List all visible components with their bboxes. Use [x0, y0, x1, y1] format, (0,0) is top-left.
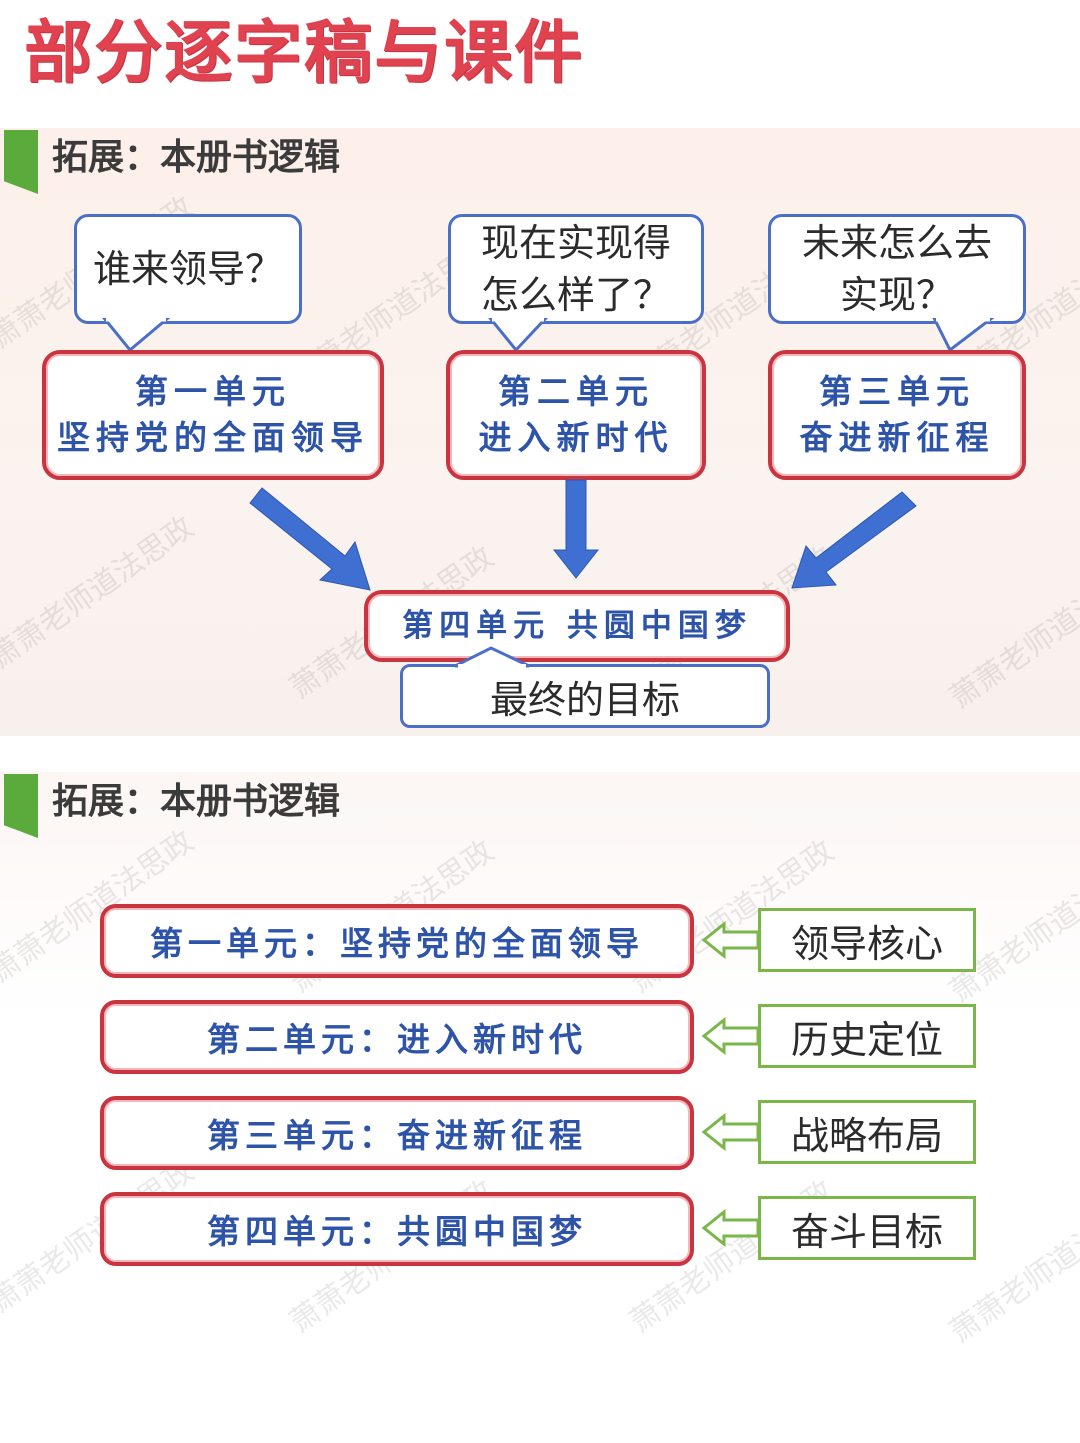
question-text: 怎么样了？ [480, 273, 671, 317]
role-label: 战略布局 [790, 1113, 943, 1158]
goal-callout-notch [455, 646, 530, 668]
target-unit-box: 第四单元 共圆中国梦 [364, 590, 790, 662]
role-label-box: 奋斗目标 [758, 1196, 976, 1260]
callout-tail [102, 318, 171, 353]
unit-title: 坚持党的全面领导 [57, 418, 369, 457]
question-text: 未来怎么去 [801, 221, 992, 265]
unit-row-text: 第二单元：进入新时代 [207, 1020, 587, 1059]
unit-row-text: 第一单元：坚持党的全面领导 [150, 924, 644, 963]
unit-row-box: 第四单元：共圆中国梦 [100, 1192, 694, 1266]
callout-tail [932, 318, 995, 353]
left-arrow-icon [702, 1112, 760, 1152]
unit-number: 第二单元 [498, 372, 654, 411]
callout-tail [488, 318, 549, 353]
page-title: 部分逐字稿与课件 [24, 14, 585, 93]
role-label: 奋斗目标 [790, 1209, 943, 1254]
unit-box: 第二单元 进入新时代 [446, 350, 706, 480]
unit-row-box: 第二单元：进入新时代 [100, 1000, 694, 1074]
role-label-box: 领导核心 [758, 908, 976, 972]
goal-text: 最终的目标 [489, 677, 680, 722]
unit-row-box: 第三单元：奋进新征程 [100, 1096, 694, 1170]
role-label: 历史定位 [790, 1017, 943, 1062]
question-callout: 谁来领导？ [74, 214, 302, 324]
role-label: 领导核心 [790, 921, 943, 966]
green-tag-marker [4, 130, 38, 194]
unit-number: 第一单元 [135, 372, 291, 411]
left-arrow-icon [702, 1016, 760, 1056]
unit-row-box: 第一单元：坚持党的全面领导 [100, 904, 694, 978]
goal-callout: 最终的目标 [400, 664, 770, 728]
question-callout: 未来怎么去 实现？ [768, 214, 1026, 324]
slide-heading: 拓展：本册书逻辑 [52, 781, 341, 822]
question-text: 谁来领导？ [92, 247, 283, 291]
left-arrow-icon [702, 920, 760, 960]
unit-box: 第一单元 坚持党的全面领导 [42, 350, 384, 480]
unit-title: 奋进新征程 [799, 418, 995, 457]
arrow-center [552, 479, 600, 579]
unit-title: 进入新时代 [478, 418, 674, 457]
question-text: 现在实现得 [480, 221, 671, 265]
role-label-box: 历史定位 [758, 1004, 976, 1068]
left-arrow-icon [702, 1208, 760, 1248]
target-unit-text: 第四单元 共圆中国梦 [402, 608, 752, 644]
arrow-left [249, 487, 371, 591]
unit-row-text: 第三单元：奋进新征程 [207, 1116, 587, 1155]
unit-row-text: 第四单元：共圆中国梦 [207, 1212, 587, 1251]
logic-slide-flow: 拓展：本册书逻辑 萧萧老师道法思政 萧萧老师道法思政 萧萧老师道法思政 萧萧老师… [0, 128, 1080, 736]
question-text: 实现？ [839, 273, 954, 317]
unit-box: 第三单元 奋进新征程 [768, 350, 1026, 480]
question-callout: 现在实现得 怎么样了？ [448, 214, 704, 324]
logic-slide-summary: 拓展：本册书逻辑 萧萧老师道法思政 萧萧老师道法思政 萧萧老师道法思政 萧萧老师… [0, 772, 1080, 1386]
slide-heading: 拓展：本册书逻辑 [52, 137, 341, 178]
green-tag-marker [4, 774, 38, 838]
arrow-right [791, 491, 917, 589]
unit-number: 第三单元 [819, 372, 975, 411]
role-label-box: 战略布局 [758, 1100, 976, 1164]
flow-arrows [249, 479, 917, 591]
